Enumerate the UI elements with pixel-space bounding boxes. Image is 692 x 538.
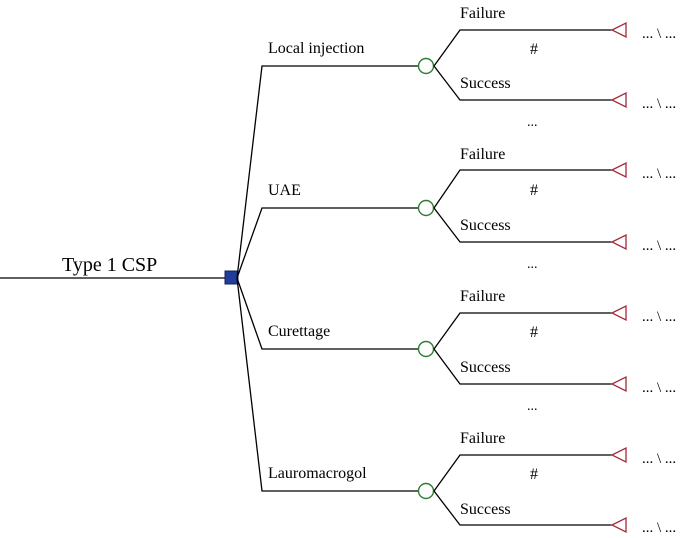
terminal-label: ... \ ... — [642, 166, 676, 182]
terminal-label: ... \ ... — [642, 96, 676, 112]
hash-label: # — [530, 41, 538, 58]
decision-node — [224, 270, 239, 285]
branch-curettage: Curettage Failure # Success ... ... \ ..… — [236, 277, 676, 414]
hash-label: # — [530, 182, 538, 199]
terminal-label: ... \ ... — [642, 26, 676, 42]
chance-node — [417, 199, 435, 217]
branch-uae: UAE Failure # Success ... ... \ ... ... … — [236, 146, 676, 279]
success-label: Success — [460, 359, 511, 376]
branch-label: UAE — [268, 182, 301, 199]
chance-node — [417, 482, 435, 500]
success-label: Success — [460, 75, 511, 92]
hash-label: # — [530, 324, 538, 341]
success-label: Success — [460, 501, 511, 518]
branch-label: Lauromacrogol — [268, 465, 367, 482]
branch-local-injection: Local injection Failure # Success ... ..… — [236, 5, 676, 279]
ellipsis-label: ... — [527, 257, 538, 272]
success-label: Success — [460, 217, 511, 234]
terminal-label: ... \ ... — [642, 520, 676, 536]
failure-label: Failure — [460, 288, 505, 305]
ellipsis-label: ... — [527, 399, 538, 414]
branch-label: Local injection — [268, 40, 364, 57]
terminal-node — [610, 21, 627, 39]
terminal-node — [610, 233, 627, 251]
terminal-node — [610, 161, 627, 179]
ellipsis-label: ... — [527, 115, 538, 130]
terminal-node — [610, 446, 627, 464]
hash-label: # — [530, 466, 538, 483]
terminal-label: ... \ ... — [642, 451, 676, 467]
terminal-node — [610, 375, 627, 393]
terminal-label: ... \ ... — [642, 309, 676, 325]
terminal-label: ... \ ... — [642, 238, 676, 254]
terminal-node — [610, 91, 627, 109]
terminal-label: ... \ ... — [642, 380, 676, 396]
terminal-node — [610, 304, 627, 322]
chance-node — [417, 57, 435, 75]
root-label: Type 1 CSP — [62, 254, 157, 276]
failure-label: Failure — [460, 5, 505, 22]
failure-label: Failure — [460, 146, 505, 163]
terminal-node — [610, 516, 627, 534]
failure-label: Failure — [460, 430, 505, 447]
chance-node — [417, 340, 435, 358]
branch-lauromacrogol: Lauromacrogol Failure # Success ... \ ..… — [236, 277, 676, 536]
branch-label: Curettage — [268, 323, 330, 340]
